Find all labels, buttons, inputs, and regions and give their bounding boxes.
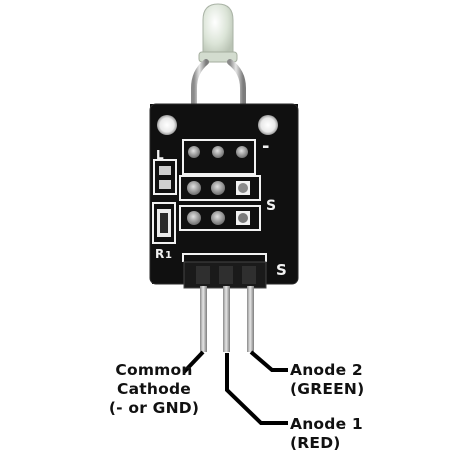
pcb-board: - L S R 1 S <box>149 103 299 289</box>
component-footprint-l <box>153 159 177 195</box>
callout-common-cathode-line-2: Cathode <box>117 380 191 398</box>
callout-common-cathode-line-1: Common <box>115 361 193 379</box>
label-one: 1 <box>165 250 172 261</box>
callout-anode1: Anode 1 (RED) <box>290 415 363 453</box>
label-minus: - <box>262 136 269 157</box>
callout-anode2: Anode 2 (GREEN) <box>290 361 364 399</box>
callout-common-cathode: Common Cathode (- or GND) <box>94 361 214 418</box>
resistor-r1-outline <box>152 202 176 244</box>
callout-common-cathode-line-3: (- or GND) <box>108 399 200 417</box>
callout-anode2-line-2: (GREEN) <box>290 380 365 398</box>
leader-lines <box>182 350 288 425</box>
pin-anode2 <box>247 286 254 352</box>
label-r: R <box>155 247 164 261</box>
label-s-top: S <box>266 198 276 214</box>
pin-anode1 <box>223 286 230 352</box>
header-outline <box>182 253 267 262</box>
led-leg-left <box>191 59 209 189</box>
callout-anode1-line-1: Anode 1 <box>290 415 363 433</box>
pad-row-2-outline <box>179 205 261 231</box>
pad-row-1-outline <box>179 175 261 201</box>
mounting-hole-right <box>258 115 278 135</box>
led <box>198 3 238 63</box>
callout-anode1-line-2: (RED) <box>290 434 341 452</box>
label-s-bottom: S <box>276 261 287 279</box>
mounting-hole-left <box>157 115 177 135</box>
led-leg-right <box>227 59 246 189</box>
leader-anode1 <box>225 353 288 425</box>
header-pins <box>200 286 254 352</box>
label-l: L <box>156 148 164 162</box>
leader-anode2 <box>249 350 288 372</box>
led-dome <box>202 3 234 57</box>
callout-anode2-line-1: Anode 2 <box>290 361 363 379</box>
leader-common-cathode <box>182 350 205 374</box>
led-footprint-outline <box>182 139 256 175</box>
pin-common-cathode <box>200 286 207 352</box>
